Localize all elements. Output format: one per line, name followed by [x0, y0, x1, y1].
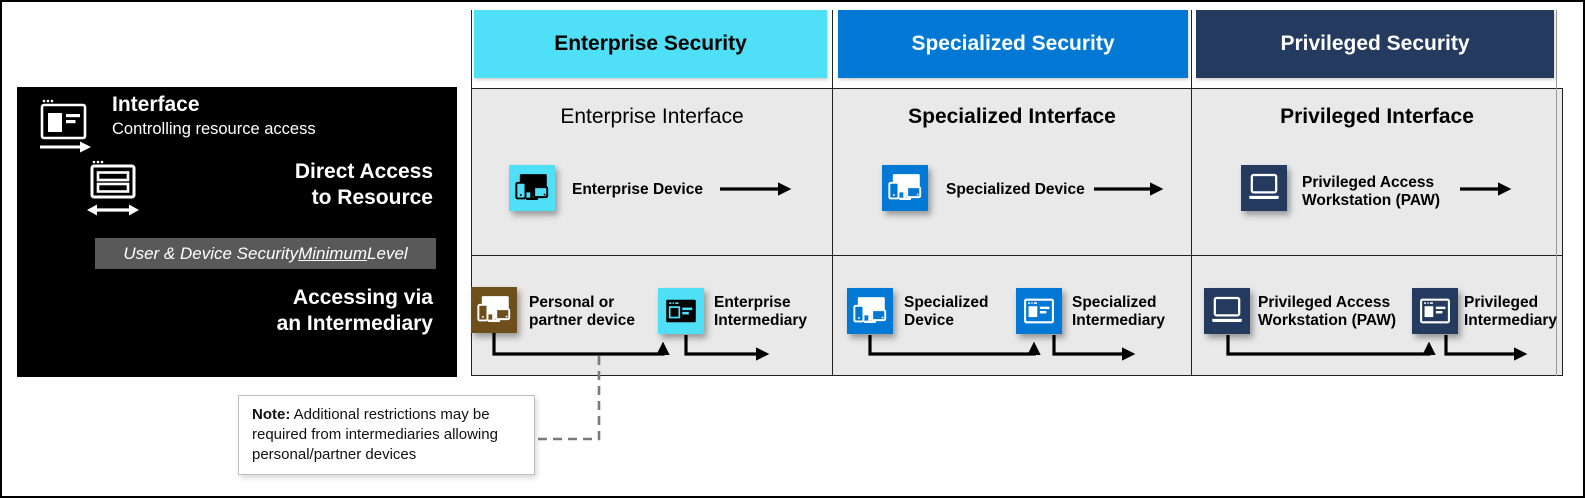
note-label: Note:	[252, 406, 291, 423]
minimum-level-badge: User & Device Security Minimum Level	[95, 238, 436, 269]
specialized-security-header: Specialized Security	[838, 10, 1188, 78]
legend-panel: Interface Controlling resource access Di…	[17, 87, 457, 377]
legend-interface-subtitle: Controlling resource access	[112, 120, 316, 138]
specialized-via-device-icon	[847, 288, 893, 334]
enterprise-security-header: Enterprise Security	[474, 10, 827, 78]
column-line-1	[471, 10, 472, 376]
privileged-paw-icon	[1204, 288, 1250, 334]
interface-browser-arrow-icon	[39, 97, 93, 155]
specialized-intermediary-label: Specialized Intermediary	[1072, 294, 1166, 329]
specialized-device-icon	[882, 165, 928, 211]
paw-label: Privileged Access Workstation (PAW)	[1302, 174, 1441, 209]
privileged-intermediary-icon	[1412, 288, 1458, 334]
enterprise-intermediary-label: Enterprise Intermediary	[714, 294, 808, 329]
specialized-intermediary-icon	[1016, 288, 1062, 334]
column-line-2	[832, 10, 833, 376]
enterprise-device-icon	[509, 165, 555, 211]
specialized-via-device-label: Specialized Device	[904, 294, 989, 329]
privileged-paw-label: Privileged Access Workstation (PAW)	[1258, 294, 1397, 329]
personal-partner-device-label: Personal or partner device	[529, 294, 635, 329]
enterprise-intermediary-icon	[658, 288, 704, 334]
personal-partner-device-icon	[471, 287, 517, 333]
privileged-interface-title: Privileged Interface	[1280, 105, 1474, 128]
enterprise-interface-title: Enterprise Interface	[560, 105, 744, 128]
enterprise-device-label: Enterprise Device	[572, 181, 703, 198]
specialized-device-label: Specialized Device	[946, 181, 1085, 198]
specialized-interface-title: Specialized Interface	[908, 105, 1116, 128]
note-callout: Note: Additional restrictions may be req…	[238, 395, 535, 475]
note-text: Additional restrictions may be required …	[252, 406, 498, 463]
privileged-intermediary-label: Privileged Intermediary	[1464, 294, 1558, 329]
column-line-3	[1191, 10, 1192, 376]
legend-interface-title: Interface	[112, 93, 200, 116]
direct-access-label: Direct Access to Resource	[294, 160, 433, 210]
row-separator	[472, 255, 1562, 256]
direct-access-window-icon	[87, 158, 139, 220]
column-line-4	[1556, 10, 1557, 376]
paw-icon	[1241, 165, 1287, 211]
privileged-security-header: Privileged Security	[1196, 10, 1554, 78]
accessing-via-intermediary-label: Accessing via an Intermediary	[276, 286, 433, 336]
